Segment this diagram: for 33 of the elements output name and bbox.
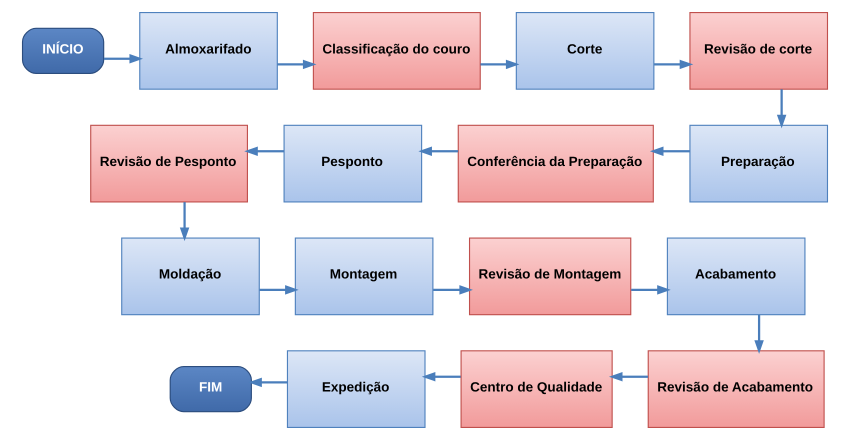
node-box: Classificação do couro (312, 12, 481, 90)
node-box: INÍCIO (22, 28, 104, 74)
arrow (480, 60, 520, 70)
arrow (278, 60, 316, 70)
arrow (180, 202, 190, 242)
node-box: Corte (516, 12, 654, 90)
arrow (631, 285, 671, 295)
node-box: Preparação (689, 124, 828, 203)
arrow (104, 54, 143, 64)
node-box: Conferência da Preparação (458, 124, 654, 203)
node-box: Montagem (294, 237, 434, 316)
arrow (754, 314, 764, 354)
arrow (260, 285, 299, 295)
arrow (433, 285, 473, 295)
node-box: Almoxarifado (139, 12, 278, 90)
node-box: Pesponto (284, 124, 422, 203)
arrow (654, 60, 694, 70)
node-box: FIM (170, 366, 252, 412)
arrow (650, 146, 690, 156)
node-box: Revisão de Acabamento (648, 350, 825, 428)
arrow (422, 372, 461, 382)
arrow (418, 146, 458, 156)
node-box: Revisão de Montagem (468, 237, 632, 316)
arrow (776, 89, 786, 128)
node-box: Revisão de Pesponto (90, 124, 248, 203)
node-box: Centro de Qualidade (460, 350, 613, 428)
arrow (244, 146, 284, 156)
node-box: Expedição (286, 350, 426, 428)
arrow (248, 378, 288, 388)
arrow (608, 372, 648, 382)
node-box: Revisão de corte (689, 12, 828, 90)
node-box: Acabamento (666, 237, 806, 316)
node-box: Moldação (121, 237, 260, 316)
